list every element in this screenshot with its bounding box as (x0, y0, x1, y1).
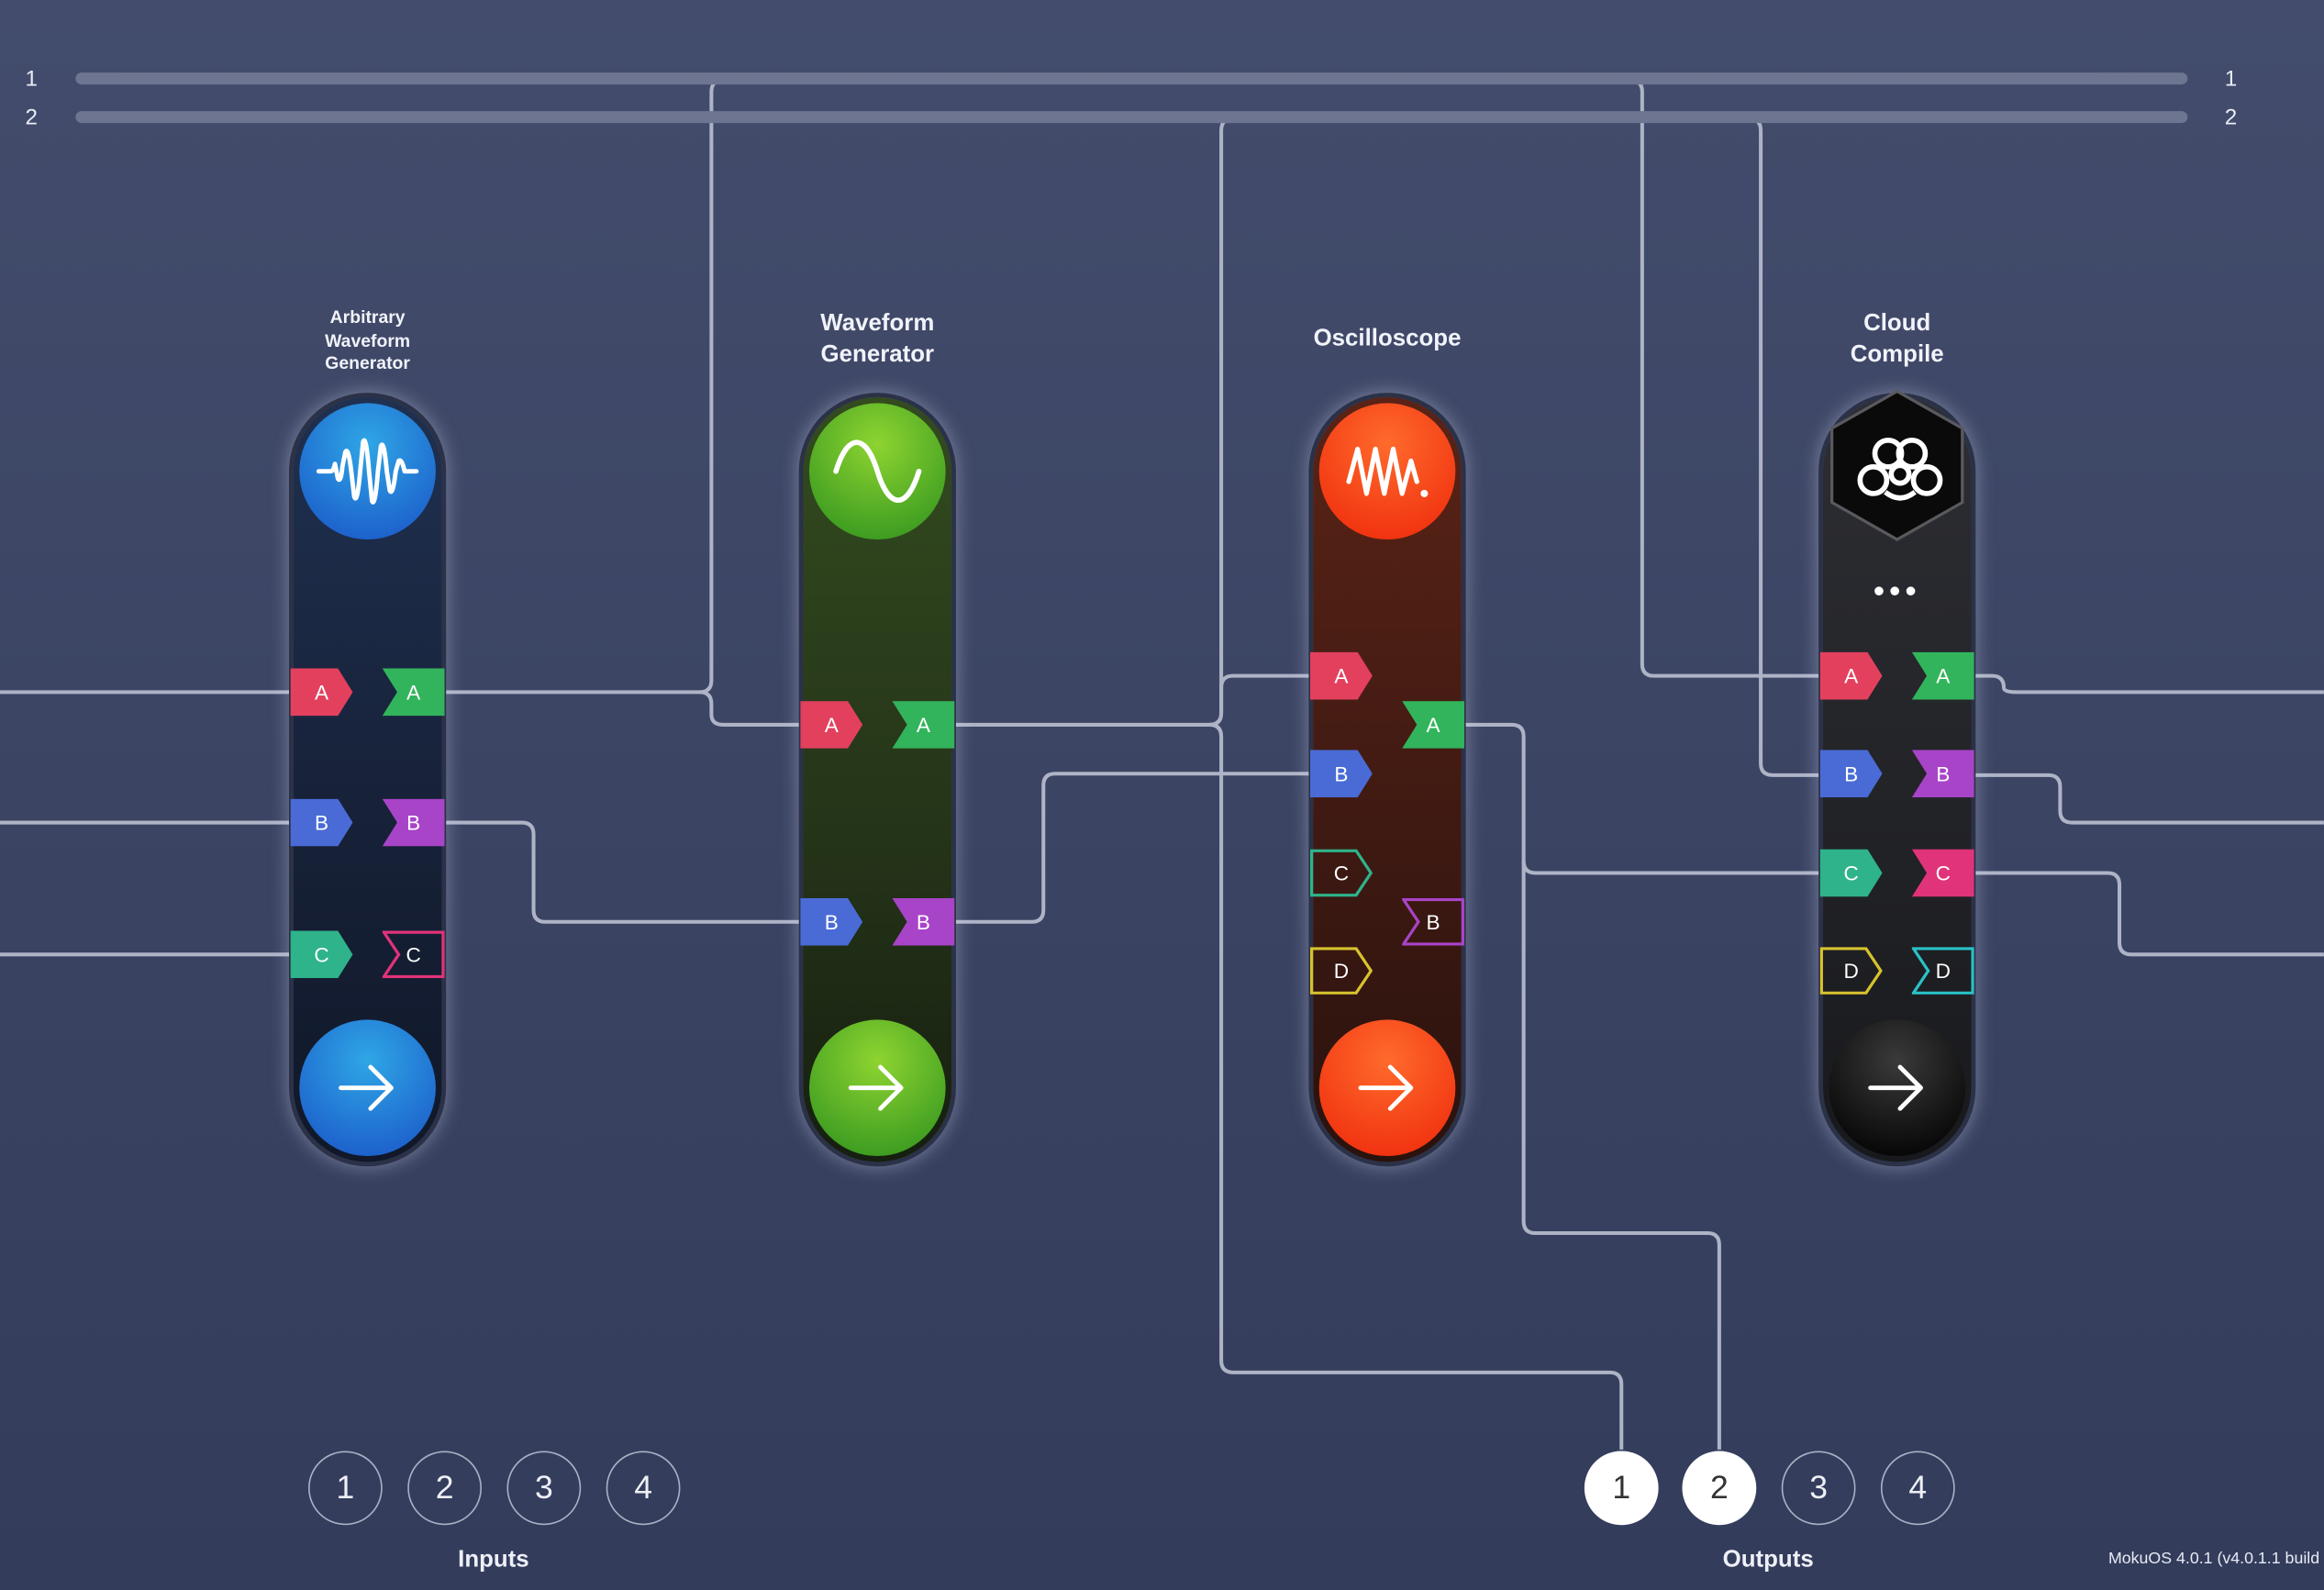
slot-1-input-c[interactable]: C (290, 930, 353, 979)
slot-3-output-b[interactable]: B (1402, 897, 1465, 946)
bus-2[interactable] (75, 111, 2188, 124)
slot-4-input-d[interactable]: D (1819, 947, 1883, 995)
slot-4-input-b[interactable]: B (1819, 750, 1883, 798)
bus-2-right-label: 2 (2224, 105, 2238, 131)
port-label: A (406, 680, 421, 705)
wire-wg-a-out1 (1209, 722, 1624, 1450)
port-label: C (1333, 861, 1350, 885)
slot-4-output-c[interactable]: C (1911, 849, 1974, 897)
input-2-button[interactable]: 2 (407, 1451, 483, 1526)
wire-cc-b-out (1971, 773, 2324, 825)
bus-1[interactable] (75, 72, 2188, 85)
slot-3-input-b[interactable]: B (1310, 750, 1373, 798)
port-label: B (406, 810, 421, 835)
port-label: B (916, 909, 930, 934)
port-label: A (1936, 663, 1951, 688)
port-label: A (314, 680, 329, 705)
input-3-button[interactable]: 3 (506, 1451, 582, 1526)
slot-4-input-a[interactable]: A (1819, 651, 1883, 700)
slot-4-output-b[interactable]: B (1911, 750, 1974, 798)
slot-4-output-d[interactable]: D (1911, 947, 1974, 995)
wire-cc-a-out (1971, 673, 2324, 695)
wire-awg-b-wg-b (441, 820, 804, 924)
port-label: A (1334, 663, 1349, 688)
port-label: B (1334, 762, 1349, 786)
port-label: B (824, 909, 839, 934)
sine-wave-icon[interactable] (809, 403, 946, 540)
slot-menu-dots[interactable]: ••• (1873, 572, 1921, 609)
wire-awg-a-wg-a (699, 690, 804, 727)
wire-awg-a-bus1 (441, 78, 1823, 695)
output-3-button[interactable]: 3 (1781, 1451, 1856, 1526)
wire-osc-a-cc-c (1461, 722, 1823, 875)
port-label: B (1936, 762, 1951, 786)
slot-2-output-a[interactable]: A (892, 701, 955, 749)
slot-2-output-b[interactable]: B (892, 897, 955, 946)
slot-1-input-a[interactable]: A (290, 668, 353, 717)
slot-1-output-b[interactable]: B (382, 798, 445, 847)
slot-3-input-c[interactable]: C (1310, 849, 1373, 897)
port-label: A (916, 713, 930, 737)
slot-1-output-a[interactable]: A (382, 668, 445, 717)
wire-cc-c-out (1971, 871, 2324, 957)
slot-arbitrary-waveform-generator[interactable] (293, 396, 442, 1162)
slot-3-input-a[interactable]: A (1310, 651, 1373, 700)
deploy-arrow-button[interactable] (1829, 1019, 1966, 1157)
wire-wg-a-osc (951, 673, 1314, 727)
slot-3-input-d[interactable]: D (1310, 947, 1373, 995)
port-label: B (1844, 762, 1859, 786)
bus-1-left-label: 1 (25, 66, 38, 93)
slot-4-output-a[interactable]: A (1911, 651, 1974, 700)
slot-4-title: Cloud Compile (1850, 311, 1944, 368)
port-label: C (1843, 861, 1859, 885)
deploy-arrow-button[interactable] (1318, 1019, 1456, 1157)
oscilloscope-icon[interactable] (1318, 403, 1456, 540)
input-1-button[interactable]: 1 (308, 1451, 383, 1526)
port-label: A (1426, 713, 1440, 737)
output-2-button[interactable]: 2 (1682, 1451, 1757, 1526)
port-label: B (314, 810, 329, 835)
slot-4-input-c[interactable]: C (1819, 849, 1883, 897)
slot-2-input-b[interactable]: B (800, 897, 863, 946)
slot-3-title: Oscilloscope (1313, 326, 1462, 351)
arbitrary-waveform-icon[interactable] (299, 403, 436, 540)
slot-2-title: Waveform Generator (820, 311, 935, 368)
output-4-button[interactable]: 4 (1880, 1451, 1955, 1526)
output-1-button[interactable]: 1 (1584, 1451, 1659, 1526)
deploy-arrow-button[interactable] (299, 1019, 436, 1157)
inputs-label: Inputs (458, 1547, 529, 1573)
port-label: A (824, 713, 839, 737)
outputs-label: Outputs (1722, 1547, 1814, 1573)
cloud-compile-icon[interactable] (1829, 388, 1965, 542)
port-label: C (406, 942, 421, 967)
input-4-button[interactable]: 4 (606, 1451, 681, 1526)
port-label: B (1426, 909, 1440, 934)
port-label: D (1333, 959, 1350, 984)
bus-2-left-label: 2 (25, 105, 38, 131)
slot-waveform-generator[interactable] (803, 396, 952, 1162)
slot-3-output-a[interactable]: A (1402, 701, 1465, 749)
wire-wg-b-osc-b (951, 772, 1314, 924)
port-label: A (1844, 663, 1859, 688)
version-footer: MokuOS 4.0.1 (v4.0.1.1 build (2107, 1550, 2320, 1569)
slot-1-output-c[interactable]: C (382, 930, 445, 979)
port-label: C (314, 942, 329, 967)
port-label: C (1935, 861, 1951, 885)
bus-1-right-label: 1 (2224, 66, 2238, 93)
port-label: D (1843, 959, 1859, 984)
deploy-arrow-button[interactable] (809, 1019, 946, 1157)
wire-osc-a-out2 (1521, 861, 1721, 1450)
slot-1-title: Arbitrary Waveform Generator (325, 306, 411, 374)
slot-2-input-a[interactable]: A (800, 701, 863, 749)
port-label: D (1935, 959, 1951, 984)
slot-1-input-b[interactable]: B (290, 798, 353, 847)
